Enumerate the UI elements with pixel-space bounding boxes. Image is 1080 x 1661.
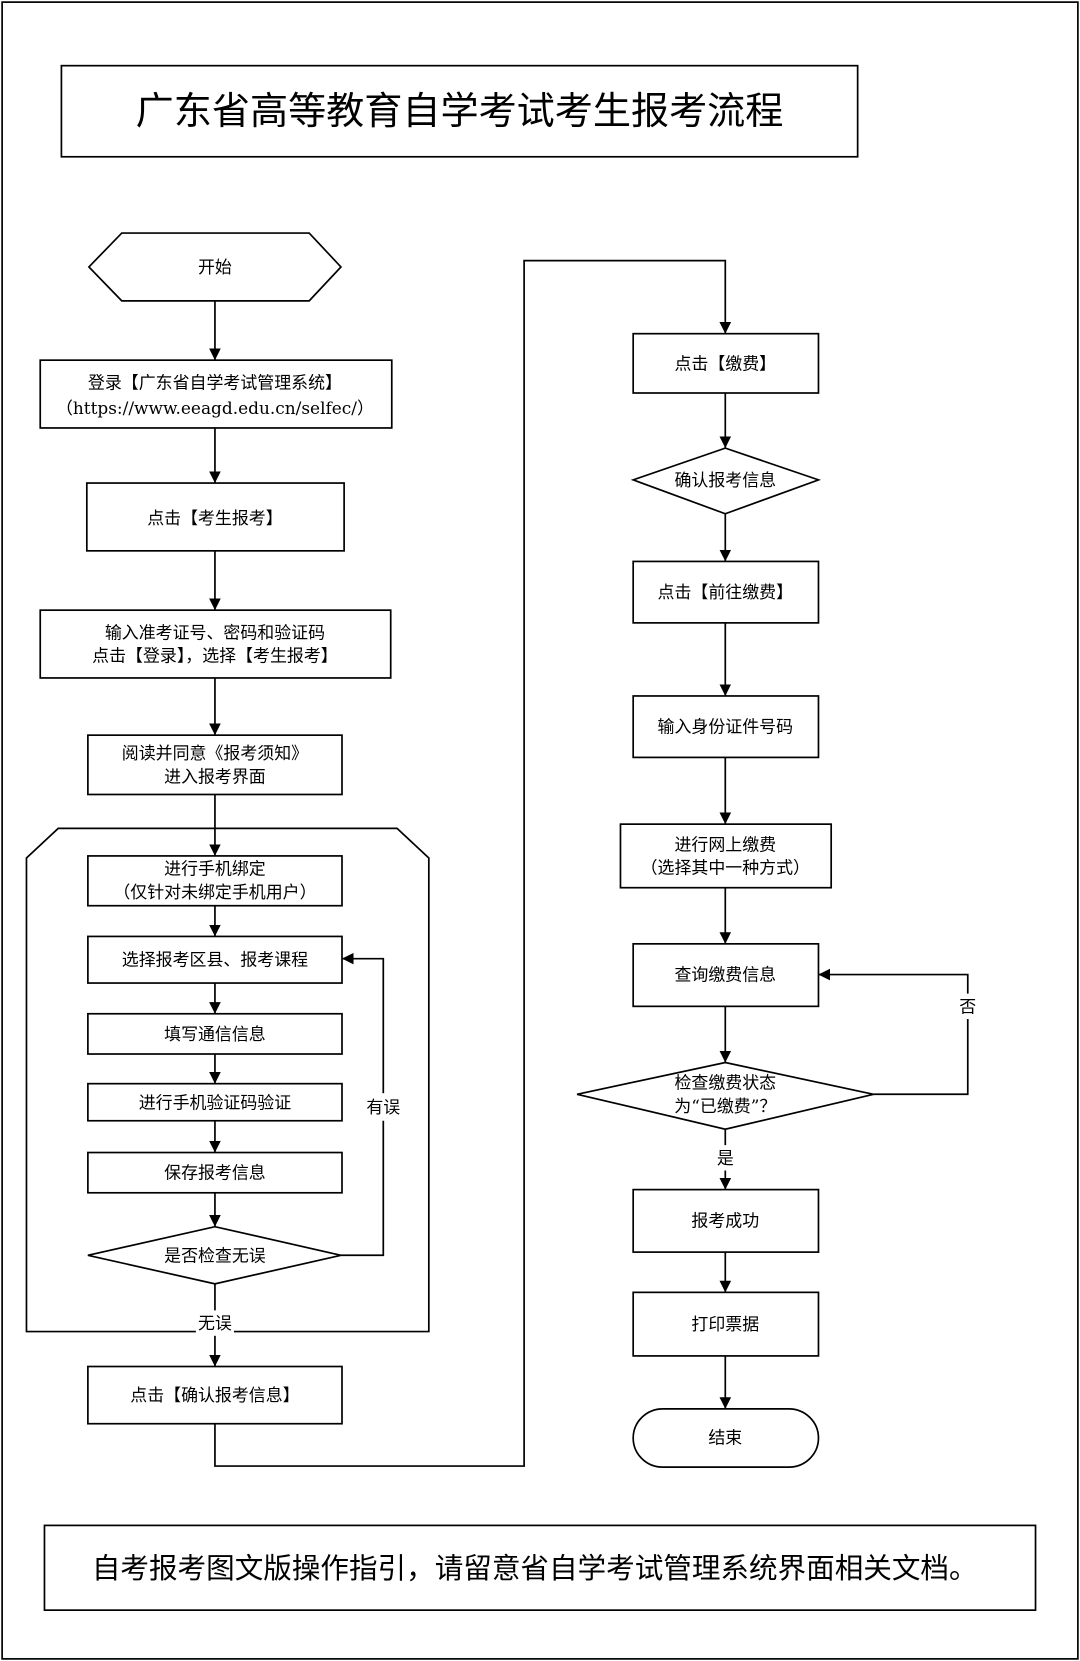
check-status-label-line2: 为“已缴费”？ — [674, 1096, 776, 1116]
arrow-no-loop-back — [818, 968, 969, 1096]
no-label: 否 — [959, 996, 976, 1016]
notice-label-line2: 进入报考界面 — [164, 766, 266, 786]
print-receipt-label: 打印票据 — [691, 1314, 759, 1334]
click-apply-node — [85, 482, 345, 552]
click-apply-label: 点击【考生报考】 — [147, 508, 282, 528]
confirm-decision-node — [630, 447, 822, 515]
login-label-line2: （https://www.eeagd.edu.cn/selfec/） — [56, 398, 374, 418]
print-receipt-node — [632, 1291, 820, 1357]
notice-node — [87, 734, 343, 796]
ok-label-bg — [195, 1310, 234, 1336]
yes-label-bg — [713, 1145, 737, 1171]
confirm-info-label: 点击【确认报考信息】 — [130, 1385, 299, 1405]
bind-phone-label-line2: （仅针对未绑定手机用户） — [113, 882, 316, 902]
ok-label: 无误 — [198, 1313, 232, 1333]
go-pay-label: 点击【前往缴费】 — [658, 582, 793, 602]
online-pay-node — [619, 823, 833, 889]
select-courses-node — [87, 935, 343, 984]
credentials-node — [39, 609, 392, 679]
title-box — [60, 64, 859, 158]
registration-loop-container — [25, 827, 430, 1333]
error-label: 有误 — [366, 1097, 400, 1117]
click-pay-label: 点击【缴费】 — [674, 353, 776, 373]
fill-contact-node — [87, 1012, 343, 1055]
credentials-label-line1: 输入准考证号、密码和验证码 — [105, 622, 325, 642]
bind-phone-node — [87, 855, 343, 907]
notice-label-line1: 阅读并同意《报考须知》 — [122, 743, 308, 763]
input-id-label: 输入身份证件号码 — [658, 717, 793, 737]
login-label-line1: 登录【广东省自学考试管理系统】 — [88, 372, 342, 392]
verify-code-label: 进行手机验证码验证 — [139, 1093, 291, 1113]
check-decision-label: 是否检查无误 — [164, 1245, 266, 1265]
page-title: 广东省高等教育自学考试考生报考流程 — [136, 89, 784, 133]
end-node — [632, 1408, 820, 1468]
credentials-label-line2: 点击【登录】，选择【考生报考】 — [92, 646, 338, 666]
save-info-node — [87, 1151, 343, 1194]
start-label: 开始 — [198, 257, 232, 277]
login-node — [39, 359, 393, 429]
start-node — [87, 232, 343, 302]
fill-contact-label: 填写通信信息 — [164, 1024, 266, 1044]
error-label-bg — [364, 1093, 403, 1121]
footer-box — [43, 1524, 1037, 1612]
arrow-left-to-right-column — [214, 259, 732, 1467]
confirm-decision-label: 确认报考信息 — [674, 470, 776, 490]
query-pay-label: 查询缴费信息 — [674, 965, 776, 985]
success-label: 报考成功 — [691, 1210, 759, 1230]
end-label: 结束 — [708, 1427, 742, 1447]
input-id-node — [632, 695, 820, 759]
no-label-bg — [956, 993, 980, 1020]
bind-phone-label-line1: 进行手机绑定 — [164, 859, 266, 879]
online-pay-label-line2: （选择其中一种方式） — [641, 858, 810, 878]
footer-note: 自考报考图文版操作指引，请留意省自学考试管理系统界面相关文档。 — [92, 1551, 978, 1585]
go-pay-node — [632, 560, 820, 624]
check-status-label-line1: 检查缴费状态 — [674, 1073, 776, 1093]
verify-code-node — [87, 1082, 343, 1122]
online-pay-label-line1: 进行网上缴费 — [674, 834, 776, 854]
select-courses-label: 选择报考区县、报考课程 — [122, 950, 308, 970]
query-pay-node — [632, 942, 820, 1008]
yes-label: 是 — [717, 1148, 734, 1168]
save-info-label: 保存报考信息 — [164, 1163, 266, 1183]
click-pay-node — [632, 332, 820, 394]
